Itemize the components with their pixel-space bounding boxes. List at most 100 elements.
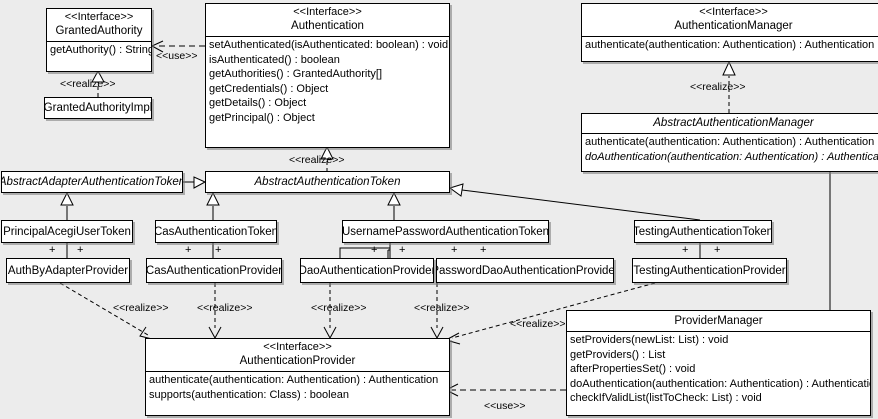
class-name: AuthenticationManager xyxy=(674,20,793,32)
edge-label-use-authentication-granted-authority: <<use>> xyxy=(156,50,198,62)
class-header: <<Interface>> Authentication xyxy=(206,4,449,36)
edge-label-realize-cas-authentication-provider: <<realize>> xyxy=(197,302,253,314)
class-name: Authentication xyxy=(291,20,364,32)
operation: setProviders(newList: List) : void xyxy=(570,334,729,346)
operation: authenticate(authentication: Authenticat… xyxy=(585,136,875,148)
association-marker-plus: + xyxy=(682,244,689,256)
class-header: <<Interface>> GrantedAuthority xyxy=(47,9,151,41)
edge-generalize-principal-acegi-user-token xyxy=(60,191,74,220)
operation: authenticate(authentication: Authenticat… xyxy=(149,374,439,386)
edge-label-realize-abstract-authentication-manager: <<realize>> xyxy=(690,81,746,93)
edge-association-adapter-token xyxy=(183,176,207,189)
divider xyxy=(582,36,878,37)
class-header: <<Interface>> AuthenticationManager xyxy=(582,4,878,36)
operations-compartment: authenticate(authentication: Authenticat… xyxy=(146,372,449,403)
operation: getCredentials() : Object xyxy=(209,82,329,95)
edge-realize-abstract-authentication-manager xyxy=(722,60,736,113)
class-name: AbstractAuthenticationToken xyxy=(254,176,401,188)
class-testing-authentication-token[interactable]: TestingAuthenticationToken xyxy=(634,220,772,243)
association-marker-plus: + xyxy=(215,244,222,256)
class-auth-by-adapter-provider[interactable]: AuthByAdapterProvider xyxy=(6,258,130,283)
operations-compartment: setProviders(newList: List) : void getPr… xyxy=(567,332,870,407)
class-name: TestingAuthenticationToken xyxy=(634,225,772,238)
class-password-dao-authentication-provider[interactable]: PasswordDaoAuthenticationProvider xyxy=(436,258,614,283)
divider xyxy=(582,133,878,134)
class-abstract-adapter-authentication-token[interactable]: AbstractAdapterAuthenticationToken xyxy=(1,171,183,193)
stereotype-label: <<Interface>> xyxy=(293,6,362,18)
class-dao-authentication-provider[interactable]: DaoAuthenticationProvider xyxy=(300,258,434,283)
operation: checkIfValidList(listToCheck: List) : vo… xyxy=(570,392,762,405)
class-name: UsernamePasswordAuthenticationToken xyxy=(342,225,549,238)
operations-compartment: getAuthority() : String xyxy=(47,42,151,59)
stereotype-label: <<Interface>> xyxy=(64,11,134,23)
operation: getAuthorities() : GrantedAuthority[] xyxy=(209,68,383,81)
edge-generalize-provider-manager xyxy=(823,157,837,310)
edge-label-realize-password-dao-authentication-provider: <<realize>> xyxy=(414,302,470,314)
edge-label-realize-auth-by-adapter-provider: <<realize>> xyxy=(113,302,169,314)
operation: authenticate(authentication: Authenticat… xyxy=(585,39,875,51)
class-abstract-authentication-token[interactable]: AbstractAuthenticationToken xyxy=(205,171,450,193)
edge-realize-abstract-authentication-token xyxy=(320,145,334,172)
class-name: GrantedAuthority xyxy=(55,25,143,37)
divider xyxy=(206,36,449,37)
association-marker-plus: + xyxy=(399,244,406,256)
operation: getPrincipal() : Object xyxy=(209,111,315,124)
edge-label-realize-granted-authority-impl: <<realize>> xyxy=(60,78,116,90)
association-marker-plus: + xyxy=(371,244,378,256)
class-name: AuthenticationProvider xyxy=(239,355,356,367)
class-granted-authority-impl[interactable]: GrantedAuthorityImpl xyxy=(44,97,152,119)
edge-label-realize-dao-authentication-provider: <<realize>> xyxy=(311,302,367,314)
operations-compartment: authenticate(authentication: Authenticat… xyxy=(582,37,878,54)
operations-compartment: setAuthenticated(isAuthenticated: boolea… xyxy=(206,37,449,127)
class-abstract-authentication-manager[interactable]: AbstractAuthenticationManager authentica… xyxy=(581,113,878,172)
class-name: TestingAuthenticationProvider xyxy=(633,264,786,277)
class-provider-manager[interactable]: ProviderManager setProviders(newList: Li… xyxy=(566,310,871,416)
class-cas-authentication-token[interactable]: CasAuthenticationToken xyxy=(155,220,277,243)
operation: isAuthenticated() : boolean xyxy=(209,53,340,66)
class-name: AbstractAdapterAuthenticationToken xyxy=(1,176,183,188)
divider xyxy=(47,41,151,42)
operation: doAuthentication(authentication: Authent… xyxy=(585,150,878,163)
edge-label-realize-abstract-authentication-token: <<realize>> xyxy=(289,154,345,166)
edge-use-authentication-granted-authority xyxy=(151,40,205,53)
edge-realize-cas-authentication-provider xyxy=(208,283,222,339)
class-name: CasAuthenticationProvider xyxy=(146,264,282,277)
class-testing-authentication-provider[interactable]: TestingAuthenticationProvider xyxy=(632,258,787,283)
stereotype-label: <<Interface>> xyxy=(263,341,332,353)
class-authentication[interactable]: <<Interface>> Authentication setAuthenti… xyxy=(205,3,450,148)
operation: getAuthority() : String xyxy=(50,44,152,56)
class-name: CasAuthenticationToken xyxy=(155,225,277,238)
operation: supports(authentication: Class) : boolea… xyxy=(149,388,349,401)
class-cas-authentication-provider[interactable]: CasAuthenticationProvider xyxy=(146,258,282,283)
association-marker-plus: + xyxy=(714,244,721,256)
operation: getDetails() : Object xyxy=(209,97,307,110)
association-marker-plus: + xyxy=(480,244,487,256)
class-name: DaoAuthenticationProvider xyxy=(300,264,434,277)
stereotype-label: <<Interface>> xyxy=(699,6,768,18)
edge-realize-password-dao-authentication-provider xyxy=(430,283,444,339)
edge-label-use-provider-manager: <<use>> xyxy=(484,400,526,412)
association-marker-plus: + xyxy=(185,244,192,256)
edge-realize-dao-authentication-provider xyxy=(323,283,337,339)
class-authentication-manager[interactable]: <<Interface>> AuthenticationManager auth… xyxy=(581,3,878,62)
operation: setAuthenticated(isAuthenticated: boolea… xyxy=(209,39,449,51)
class-name: AuthByAdapterProvider xyxy=(7,264,129,277)
class-principal-acegi-user-token[interactable]: PrincipalAcegiUserToken xyxy=(1,220,133,243)
association-marker-plus: + xyxy=(451,244,458,256)
edge-association-username-dao-provider xyxy=(339,243,391,258)
edge-generalize-username-password-token xyxy=(387,191,401,220)
class-name: PasswordDaoAuthenticationProvider xyxy=(436,264,614,277)
edge-generalize-cas-authentication-token xyxy=(206,191,220,220)
class-name: PrincipalAcegiUserToken xyxy=(3,225,131,238)
edge-use-provider-manager xyxy=(445,383,566,397)
operation: getProviders() : List xyxy=(570,348,666,361)
class-granted-authority[interactable]: <<Interface>> GrantedAuthority getAuthor… xyxy=(46,8,152,72)
divider xyxy=(146,371,449,372)
class-authentication-provider[interactable]: <<Interface>> AuthenticationProvider aut… xyxy=(145,338,450,416)
class-header: AbstractAuthenticationManager xyxy=(582,114,878,133)
class-name: AbstractAuthenticationManager xyxy=(653,117,814,129)
class-header: <<Interface>> AuthenticationProvider xyxy=(146,339,449,371)
operation: doAuthentication(authentication: Authent… xyxy=(570,377,871,390)
class-username-password-authentication-token[interactable]: UsernamePasswordAuthenticationToken xyxy=(342,220,549,243)
